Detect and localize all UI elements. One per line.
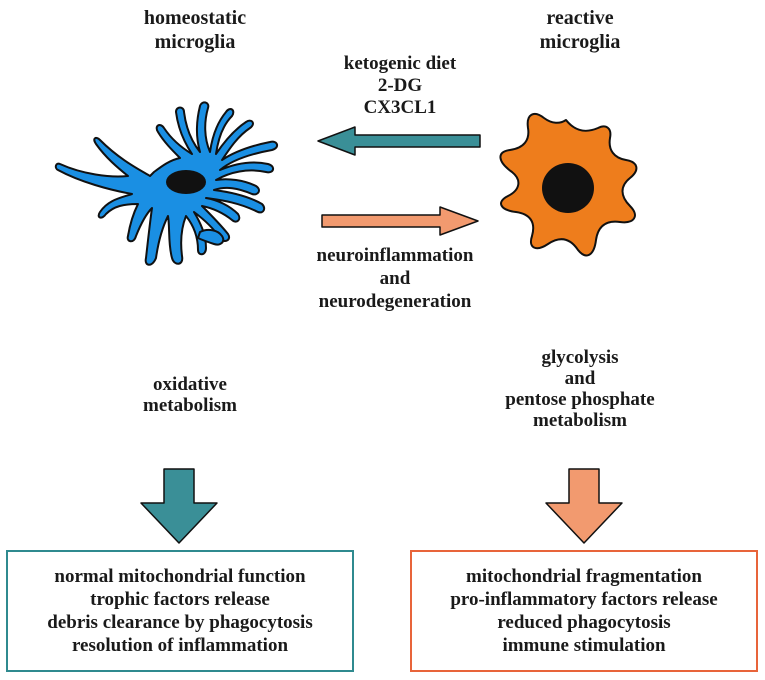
outcome-item: debris clearance by phagocytosis: [47, 612, 313, 633]
homeostatic-title-line: homeostatic: [143, 7, 247, 29]
reactive-microglia-cell: [499, 112, 638, 257]
outcome-item: mitochondrial fragmentation: [466, 566, 702, 587]
reactive-outcomes-box: mitochondrial fragmentation pro-inflamma…: [410, 550, 758, 672]
metabolism-label-line: pentose phosphate: [505, 389, 655, 410]
metabolism-label-line: and: [564, 368, 596, 389]
disease-label: neuroinflammation: [316, 245, 474, 266]
disease-label: and: [379, 268, 411, 289]
outcome-item: reduced phagocytosis: [497, 612, 671, 633]
metabolism-label-line: glycolysis: [541, 347, 619, 368]
homeostatic-microglia-cell: [54, 101, 278, 266]
homeostatic-title: homeostatic microglia: [95, 6, 295, 54]
metabolism-label-line: metabolism: [143, 395, 237, 416]
homeostatic-outcomes-box: normal mitochondrial function trophic fa…: [6, 550, 354, 672]
outcome-item: trophic factors release: [90, 589, 270, 610]
outcome-item: pro-inflammatory factors release: [450, 589, 718, 610]
treatment-labels: ketogenic diet 2-DG CX3CL1: [310, 53, 490, 119]
treatment-label: 2-DG: [377, 75, 423, 96]
reactive-title: reactive microglia: [480, 6, 680, 54]
reactive-title-line: reactive: [546, 7, 614, 29]
reactive-nucleus: [542, 163, 594, 213]
treatment-label: CX3CL1: [363, 97, 437, 118]
salmon-right-arrow: [321, 206, 479, 236]
teal-down-arrow: [140, 468, 218, 544]
metabolism-label-line: oxidative: [153, 374, 227, 395]
metabolism-label-line: metabolism: [533, 410, 627, 431]
treatment-label: ketogenic diet: [343, 53, 457, 74]
disease-labels: neuroinflammation and neurodegeneration: [290, 244, 500, 313]
homeostatic-nucleus: [166, 170, 206, 194]
glycolysis-metabolism-label: glycolysis and pentose phosphate metabol…: [480, 347, 680, 431]
salmon-down-arrow: [545, 468, 623, 544]
outcome-item: resolution of inflammation: [71, 635, 289, 656]
reactive-title-line: microglia: [539, 31, 621, 53]
teal-left-arrow: [317, 126, 481, 156]
disease-label: neurodegeneration: [318, 291, 472, 312]
oxidative-metabolism-label: oxidative metabolism: [100, 374, 280, 416]
homeostatic-title-line: microglia: [154, 31, 236, 53]
outcome-item: normal mitochondrial function: [54, 566, 306, 587]
outcome-item: immune stimulation: [502, 635, 666, 656]
